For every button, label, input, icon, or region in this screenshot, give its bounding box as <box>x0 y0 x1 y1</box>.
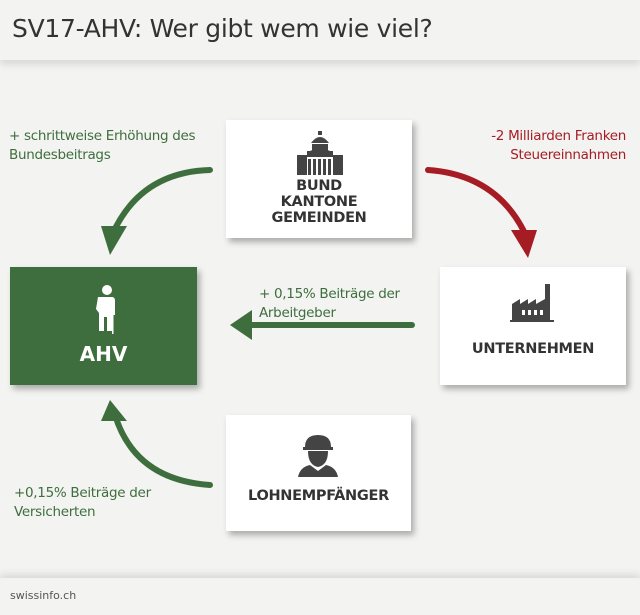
note-line: Versicherten <box>14 504 96 520</box>
ahv-box: AHV <box>10 267 197 385</box>
header: SV17-AHV: Wer gibt wem wie viel? <box>0 0 640 60</box>
note-line: Steuereinnahmen <box>510 147 626 163</box>
note-line: + 0,15% Beiträge der <box>259 286 400 302</box>
employer-contribution-note: + 0,15% Beiträge der Arbeitgeber <box>259 285 400 323</box>
arrowhead-state-to-ahv <box>101 226 127 255</box>
arrow-employees-to-ahv <box>112 412 213 488</box>
footer: swissinfo.ch <box>0 578 640 615</box>
elderly-person-icon <box>96 285 115 334</box>
note-line: -2 Milliarden Franken <box>491 128 626 144</box>
note-line: Arbeitgeber <box>259 305 336 321</box>
note-line: Bundesbeitrags <box>9 147 111 163</box>
arrow-state-to-ahv <box>109 167 213 238</box>
arrowhead-companies-to-ahv <box>230 310 252 340</box>
arrow-state-to-companies <box>425 167 531 243</box>
federal-contribution-note: + schrittweise Erhöhung des Bundesbeitra… <box>9 127 196 165</box>
companies-label: UNTERNEHMEN <box>471 341 595 357</box>
state-label-gemeinden: GEMEINDEN <box>271 210 367 226</box>
tax-loss-note: -2 Milliarden Franken Steuereinnahmen <box>491 127 626 165</box>
state-label-kantone: KANTONE <box>280 194 358 210</box>
note-line: + schrittweise Erhöhung des <box>9 128 196 144</box>
factory-icon <box>510 284 554 322</box>
state-label-bund: BUND <box>296 178 342 194</box>
arrowhead-state-to-companies <box>511 230 537 258</box>
ahv-label: AHV <box>79 342 128 366</box>
source-credit: swissinfo.ch <box>10 589 77 602</box>
companies-box: UNTERNEHMEN <box>440 267 626 385</box>
employees-label: LOHNEMPFÄNGER <box>248 488 389 504</box>
page-title: SV17-AHV: Wer gibt wem wie viel? <box>12 14 433 43</box>
government-building-icon <box>297 131 343 175</box>
note-line: +0,15% Beiträge der <box>14 485 151 501</box>
arrowhead-employees-to-ahv <box>101 400 127 421</box>
insured-contribution-note: +0,15% Beiträge der Versicherten <box>14 484 151 522</box>
state-box: BUND KANTONE GEMEINDEN <box>226 120 412 238</box>
construction-worker-icon <box>298 435 338 477</box>
employees-box: LOHNEMPFÄNGER <box>226 415 411 531</box>
